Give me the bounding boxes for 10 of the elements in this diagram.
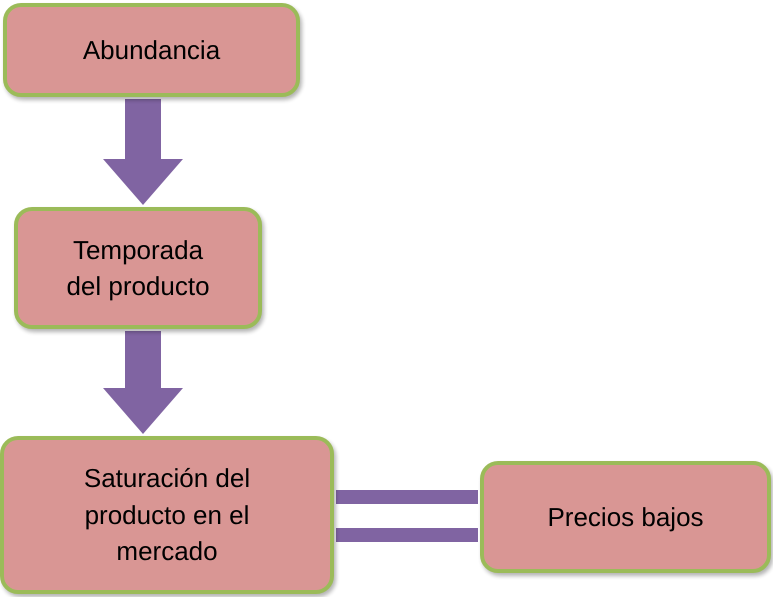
process-box bbox=[480, 461, 771, 573]
process-box bbox=[3, 3, 300, 97]
process-box bbox=[0, 436, 334, 594]
down-arrow bbox=[103, 99, 183, 205]
box-label: Precios bajos bbox=[547, 500, 704, 534]
down-arrow bbox=[103, 331, 183, 434]
process-box bbox=[14, 207, 262, 329]
box-label: Saturación del producto en el mercado bbox=[82, 462, 252, 568]
box-label: Temporada del producto bbox=[65, 234, 211, 303]
box-label: Abundancia bbox=[82, 34, 220, 67]
